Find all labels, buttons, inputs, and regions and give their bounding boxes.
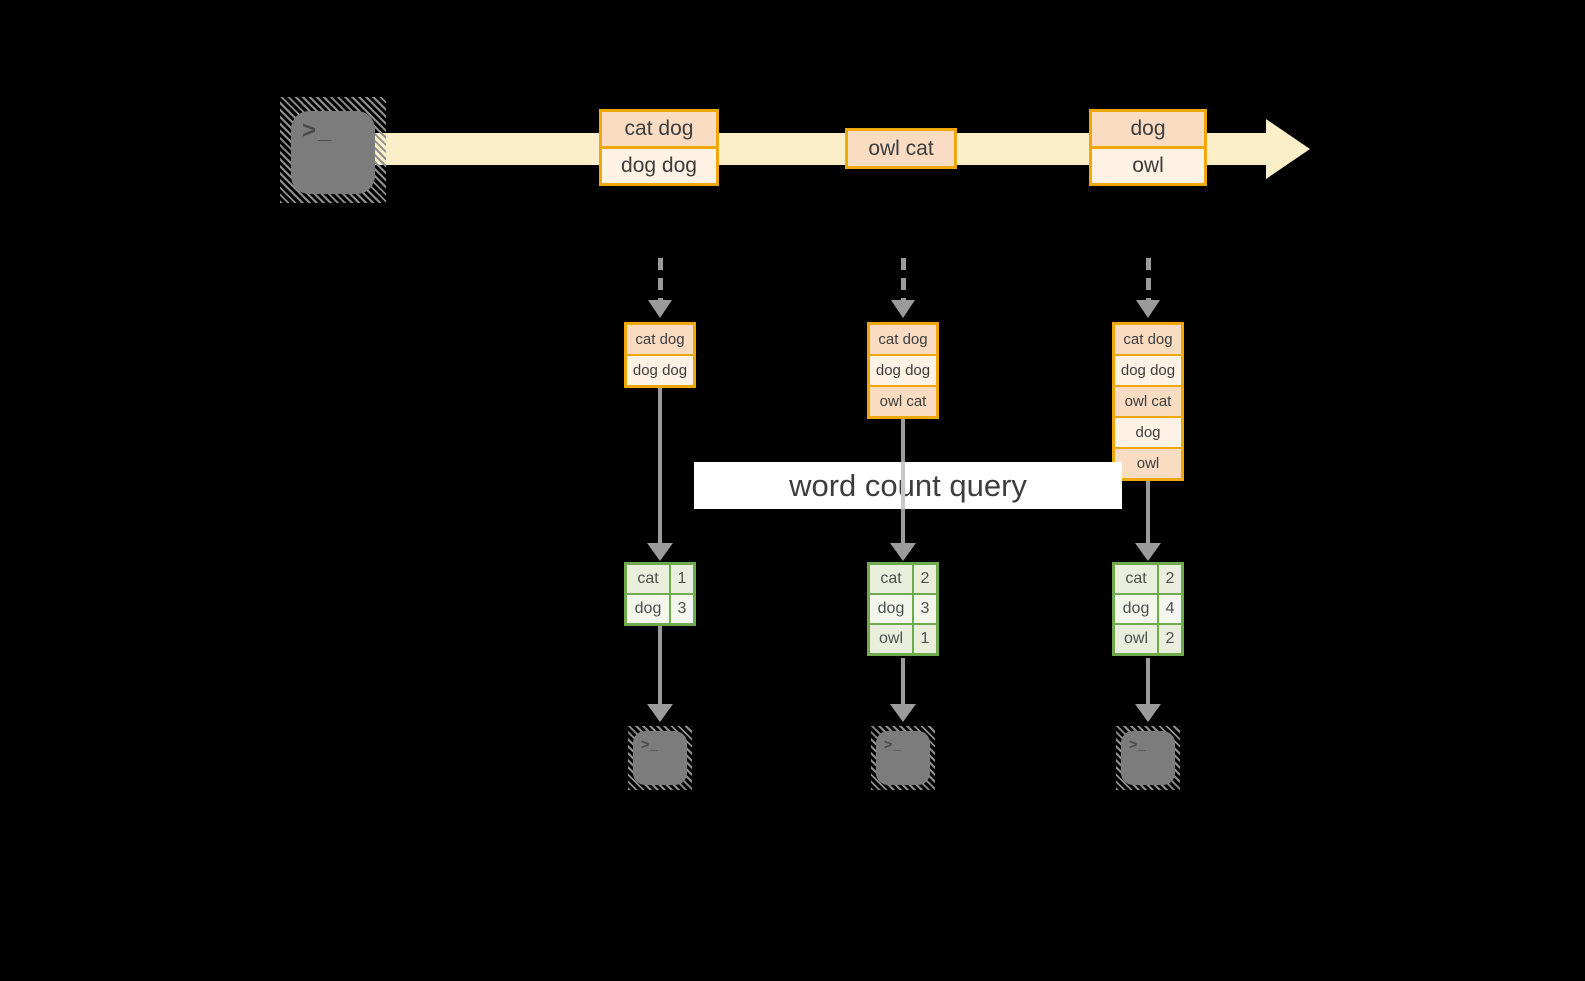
snapshot-word-row: cat dog — [1115, 325, 1181, 354]
batch-word-row: dog — [1092, 112, 1204, 146]
capture-arrowhead-2-icon — [891, 300, 915, 318]
table-row: dog 3 — [870, 595, 936, 623]
batch-word-row: owl — [1092, 149, 1204, 183]
terminal-prompt-icon: >_ — [876, 731, 930, 785]
snapshot-word-row: dog — [1115, 418, 1181, 447]
query-flow-arrow-3 — [1146, 481, 1150, 543]
result-count-cell: 1 — [914, 625, 936, 653]
result-word-cell: cat — [1115, 565, 1157, 593]
query-flow-arrowhead-1-icon — [647, 543, 673, 561]
snapshot-word-row: cat dog — [627, 325, 693, 354]
snapshot-word-row: dog dog — [1115, 356, 1181, 385]
stream-timeline-arrowhead-icon — [1266, 119, 1310, 179]
word-count-table-3: cat 2 dog 4 owl 2 — [1112, 562, 1184, 656]
capture-arrowhead-1-icon — [648, 300, 672, 318]
query-label-text: word count query — [789, 467, 1027, 503]
snapshot-word-row: owl cat — [1115, 387, 1181, 416]
output-flow-arrow-1 — [658, 626, 662, 704]
snapshot-stack-3: cat dog dog dog owl cat dog owl — [1112, 322, 1184, 481]
output-flow-arrow-3 — [1146, 658, 1150, 704]
result-word-cell: dog — [870, 595, 912, 623]
result-count-cell: 1 — [671, 565, 693, 593]
output-flow-arrowhead-2-icon — [890, 704, 916, 722]
snapshot-stack-2: cat dog dog dog owl cat — [867, 322, 939, 419]
snapshot-stack-1: cat dog dog dog — [624, 322, 696, 388]
query-flow-arrowhead-3-icon — [1135, 543, 1161, 561]
result-word-cell: cat — [870, 565, 912, 593]
result-word-cell: owl — [1115, 625, 1157, 653]
query-flow-arrow-1 — [658, 388, 662, 543]
word-count-table-2: cat 2 dog 3 owl 1 — [867, 562, 939, 656]
snapshot-word-row: owl — [1115, 449, 1181, 478]
result-word-cell: owl — [870, 625, 912, 653]
capture-arrow-3 — [1146, 258, 1151, 300]
output-terminal-icon-2: >_ — [871, 726, 935, 790]
snapshot-word-row: owl cat — [870, 387, 936, 416]
table-row: dog 3 — [627, 595, 693, 623]
table-row: owl 2 — [1115, 625, 1181, 653]
word-count-table-1: cat 1 dog 3 — [624, 562, 696, 626]
table-row: cat 2 — [1115, 565, 1181, 593]
query-flow-arrow-2-over-label — [901, 462, 905, 509]
stream-batch-1: cat dog dog dog — [599, 109, 719, 186]
source-terminal-icon: >_ — [280, 97, 386, 203]
snapshot-word-row: dog dog — [870, 356, 936, 385]
result-count-cell: 2 — [1159, 625, 1181, 653]
snapshot-word-row: cat dog — [870, 325, 936, 354]
result-count-cell: 3 — [671, 595, 693, 623]
result-count-cell: 2 — [1159, 565, 1181, 593]
result-word-cell: cat — [627, 565, 669, 593]
batch-word-row: owl cat — [848, 131, 954, 166]
terminal-prompt-icon: >_ — [291, 111, 375, 194]
snapshot-word-row: dog dog — [627, 356, 693, 385]
output-flow-arrowhead-3-icon — [1135, 704, 1161, 722]
terminal-prompt-icon: >_ — [1121, 731, 1175, 785]
output-terminal-icon-1: >_ — [628, 726, 692, 790]
table-row: cat 1 — [627, 565, 693, 593]
batch-word-row: dog dog — [602, 149, 716, 183]
result-count-cell: 3 — [914, 595, 936, 623]
output-flow-arrow-2 — [901, 658, 905, 704]
capture-arrow-2 — [901, 258, 906, 300]
result-count-cell: 2 — [914, 565, 936, 593]
capture-arrowhead-3-icon — [1136, 300, 1160, 318]
query-label: word count query — [694, 462, 1122, 509]
result-count-cell: 4 — [1159, 595, 1181, 623]
result-word-cell: dog — [1115, 595, 1157, 623]
table-row: owl 1 — [870, 625, 936, 653]
batch-word-row: cat dog — [602, 112, 716, 146]
query-flow-arrowhead-2-icon — [890, 543, 916, 561]
output-flow-arrowhead-1-icon — [647, 704, 673, 722]
terminal-prompt-icon: >_ — [633, 731, 687, 785]
table-row: dog 4 — [1115, 595, 1181, 623]
table-row: cat 2 — [870, 565, 936, 593]
capture-arrow-1 — [658, 258, 663, 300]
stream-batch-2: owl cat — [845, 128, 957, 169]
stream-batch-3: dog owl — [1089, 109, 1207, 186]
output-terminal-icon-3: >_ — [1116, 726, 1180, 790]
result-word-cell: dog — [627, 595, 669, 623]
